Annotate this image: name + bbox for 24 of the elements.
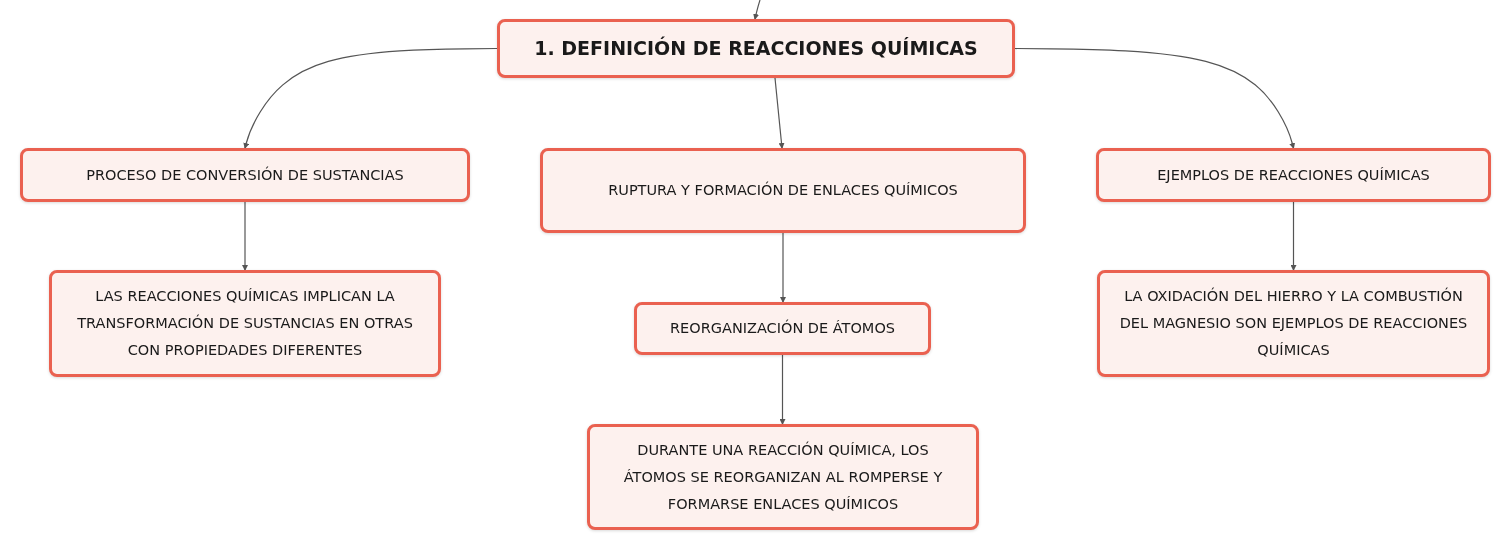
topic-text: LAS REACCIONES QUÍMICAS IMPLICAN LA TRANSFORMACIÓN DE SUSTANCIAS EN OTRAS CON PROPIEDADES DIFERENTES — [76, 287, 414, 360]
topic-box — [634, 302, 931, 355]
topic-text: REORGANIZACIÓN DE ÁTOMOS — [670, 318, 895, 338]
arrow — [774, 77, 785, 149]
arrow — [753, 0, 761, 20]
title-text: 1. DEFINICIÓN DE REACCIONES QUÍMICAS — [534, 35, 978, 61]
topic-text: PROCESO DE CONVERSIÓN DE SUSTANCIAS — [86, 165, 404, 185]
topic-box — [540, 148, 1026, 233]
topic-text: EJEMPLOS DE REACCIONES QUÍMICAS — [1157, 165, 1430, 185]
arrow — [1014, 47, 1296, 149]
topic-box — [1097, 270, 1490, 377]
topic-text: RUPTURA Y FORMACIÓN DE ENLACES QUÍMICOS — [608, 180, 958, 200]
topic-box — [49, 270, 441, 377]
title-box — [497, 19, 1015, 78]
arrow — [242, 201, 248, 271]
arrow — [1290, 201, 1297, 271]
arrow — [779, 354, 786, 425]
arrow — [780, 232, 786, 303]
topic-box — [20, 148, 470, 202]
topic-text: LA OXIDACIÓN DEL HIERRO Y LA COMBUSTIÓN DEL MAGNESIO SON EJEMPLOS DE REACCIONES QUÍMICAS — [1118, 286, 1469, 360]
topic-box — [587, 424, 979, 530]
topic-text: DURANTE UNA REACCIÓN QUÍMICA, LOS ÁTOMOS SE REORGANIZAN AL ROMPERSE Y FORMARSE ENLACES QUÍMICOS — [622, 440, 944, 514]
arrow — [243, 47, 498, 149]
topic-box — [1096, 148, 1491, 202]
